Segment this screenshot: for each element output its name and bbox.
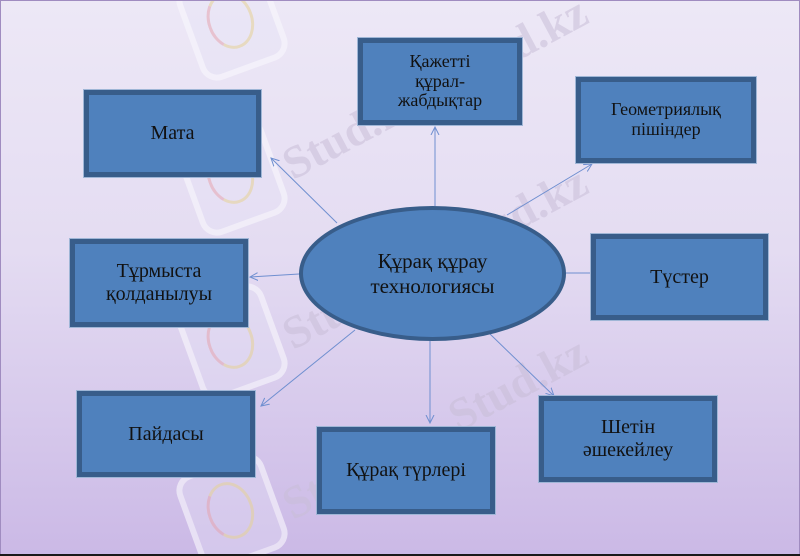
node-tuster: Түстер xyxy=(591,234,768,320)
arrow-to-turmysta xyxy=(250,274,300,277)
node-label: Пайдасы xyxy=(128,422,204,445)
node-geometry: Геометриялық пішіндер xyxy=(576,77,756,163)
node-label: Құрақ түрлері xyxy=(346,459,466,481)
center-node-label: Құрақ құрау технологиясы xyxy=(370,249,495,298)
arrow-to-shetin xyxy=(489,333,554,396)
node-turmysta: Тұрмыста қолданылуы xyxy=(70,239,248,327)
arrow-to-paidasy xyxy=(261,329,356,406)
node-label: Мата xyxy=(150,122,195,144)
node-label: Геометриялық пішіндер xyxy=(611,99,721,139)
arrow-to-mata xyxy=(271,158,338,224)
node-shetin: Шетін әшекейлеу xyxy=(539,396,717,482)
node-label: Шетін әшекейлеу xyxy=(582,416,674,461)
node-kazhetti: Қажетті құрал- жабдықтар xyxy=(358,38,522,125)
node-label: Түстер xyxy=(650,265,709,288)
node-label: Тұрмыста қолданылуы xyxy=(105,260,213,305)
node-label: Қажетті құрал- жабдықтар xyxy=(397,50,483,111)
arrow-to-geometry xyxy=(506,164,592,216)
bottom-border xyxy=(0,554,800,556)
node-kurak-turleri: Құрақ түрлері xyxy=(317,427,495,514)
node-mata: Мата xyxy=(84,90,261,177)
center-node: Құрақ құрау технологиясы xyxy=(299,206,566,341)
node-paidasy: Пайдасы xyxy=(77,391,255,477)
